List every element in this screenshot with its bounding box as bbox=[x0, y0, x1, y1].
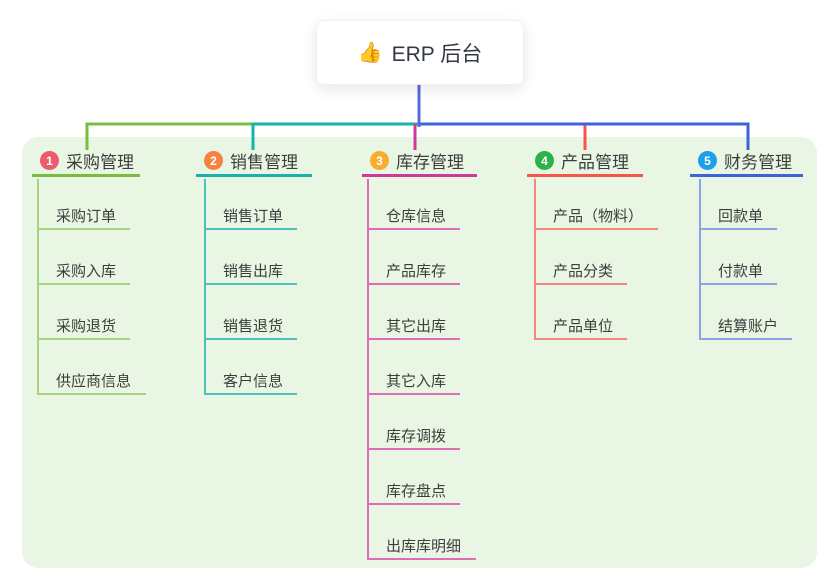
branch-node[interactable]: 5 财务管理 bbox=[690, 147, 803, 177]
child-label: 库存盘点 bbox=[386, 482, 447, 500]
branch-index-badge: 1 bbox=[40, 151, 59, 170]
mindmap-panel bbox=[22, 137, 817, 568]
branch-node[interactable]: 4 产品管理 bbox=[527, 147, 643, 177]
child-node[interactable]: 销售出库 bbox=[204, 257, 297, 285]
child-node[interactable]: 付款单 bbox=[699, 257, 777, 285]
child-node[interactable]: 其它入库 bbox=[367, 367, 460, 395]
child-label: 结算账户 bbox=[718, 317, 779, 335]
child-node[interactable]: 其它出库 bbox=[367, 312, 460, 340]
child-node[interactable]: 产品库存 bbox=[367, 257, 460, 285]
child-label: 回款单 bbox=[718, 207, 764, 225]
child-node[interactable]: 结算账户 bbox=[699, 312, 792, 340]
branch-index-badge: 3 bbox=[370, 151, 389, 170]
branch-spine-line bbox=[699, 179, 701, 340]
child-node[interactable]: 采购入库 bbox=[37, 257, 130, 285]
child-label: 销售退货 bbox=[223, 317, 284, 335]
branch-spine-line bbox=[204, 179, 206, 395]
child-node[interactable]: 采购退货 bbox=[37, 312, 130, 340]
child-node[interactable]: 产品（物料） bbox=[534, 202, 658, 230]
child-label: 供应商信息 bbox=[56, 372, 132, 390]
child-node[interactable]: 仓库信息 bbox=[367, 202, 460, 230]
branch-label: 采购管理 bbox=[66, 153, 134, 172]
branch-spine-line bbox=[37, 179, 39, 395]
child-label: 采购退货 bbox=[56, 317, 117, 335]
child-label: 产品库存 bbox=[386, 262, 447, 280]
child-label: 销售出库 bbox=[223, 262, 284, 280]
branch-index-badge: 5 bbox=[698, 151, 717, 170]
child-label: 产品（物料） bbox=[553, 207, 644, 225]
child-node[interactable]: 采购订单 bbox=[37, 202, 130, 230]
child-label: 销售订单 bbox=[223, 207, 284, 225]
child-label: 其它入库 bbox=[386, 372, 447, 390]
child-label: 出库库明细 bbox=[386, 537, 462, 555]
child-label: 库存调拨 bbox=[386, 427, 447, 445]
child-node[interactable]: 产品单位 bbox=[534, 312, 627, 340]
child-label: 产品单位 bbox=[553, 317, 614, 335]
branch-label: 财务管理 bbox=[724, 153, 792, 172]
child-node[interactable]: 销售订单 bbox=[204, 202, 297, 230]
child-label: 付款单 bbox=[718, 262, 764, 280]
child-label: 仓库信息 bbox=[386, 207, 447, 225]
branch-node[interactable]: 1 采购管理 bbox=[32, 147, 140, 177]
child-node[interactable]: 客户信息 bbox=[204, 367, 297, 395]
child-node[interactable]: 供应商信息 bbox=[37, 367, 146, 395]
child-node[interactable]: 销售退货 bbox=[204, 312, 297, 340]
child-node[interactable]: 产品分类 bbox=[534, 257, 627, 285]
branch-index-badge: 4 bbox=[535, 151, 554, 170]
branch-spine-line bbox=[534, 179, 536, 340]
branch-label: 销售管理 bbox=[230, 153, 298, 172]
root-node[interactable]: 👍 ERP 后台 bbox=[316, 20, 524, 85]
root-label: ERP 后台 bbox=[391, 42, 483, 66]
child-node[interactable]: 回款单 bbox=[699, 202, 777, 230]
branch-spine-line bbox=[367, 179, 369, 560]
branch-label: 库存管理 bbox=[396, 153, 464, 172]
branch-index-badge: 2 bbox=[204, 151, 223, 170]
branch-label: 产品管理 bbox=[561, 153, 629, 172]
thumbs-up-icon: 👍 bbox=[357, 42, 383, 64]
child-node[interactable]: 库存调拨 bbox=[367, 422, 460, 450]
branch-node[interactable]: 3 库存管理 bbox=[362, 147, 477, 177]
child-label: 客户信息 bbox=[223, 372, 284, 390]
child-node[interactable]: 出库库明细 bbox=[367, 532, 476, 560]
child-node[interactable]: 库存盘点 bbox=[367, 477, 460, 505]
branch-node[interactable]: 2 销售管理 bbox=[196, 147, 312, 177]
child-label: 其它出库 bbox=[386, 317, 447, 335]
child-label: 采购入库 bbox=[56, 262, 117, 280]
child-label: 采购订单 bbox=[56, 207, 117, 225]
child-label: 产品分类 bbox=[553, 262, 614, 280]
